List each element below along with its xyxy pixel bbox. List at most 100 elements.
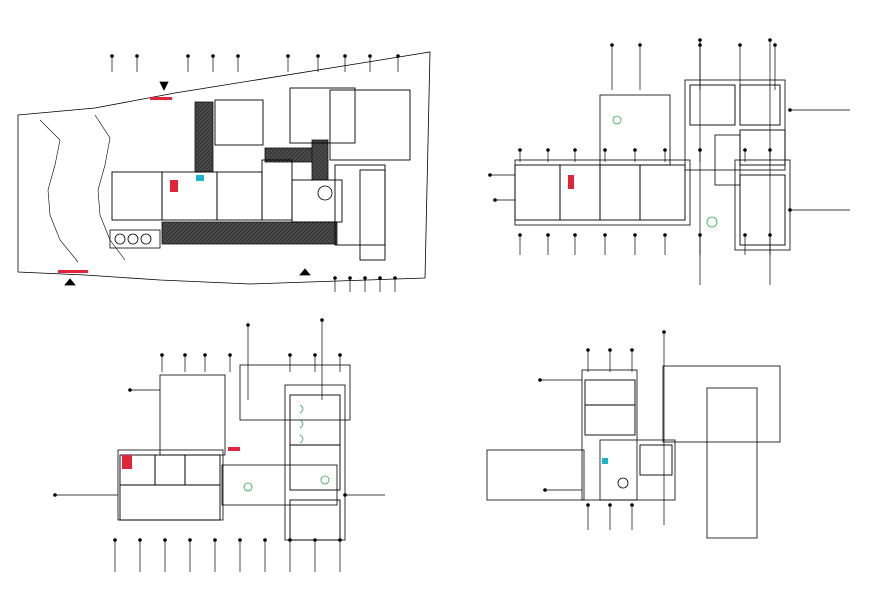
site-boundary	[17, 51, 431, 285]
grid-bubble-icon	[586, 503, 590, 507]
grid-bubble-icon	[348, 276, 352, 280]
grid-bubble-icon	[630, 503, 634, 507]
grid-bubble-icon	[343, 54, 347, 58]
grid-bubble-icon	[183, 353, 187, 357]
ground-rotunda	[317, 185, 333, 201]
grid-bubble-icon	[320, 318, 324, 322]
grid-bubble-icon	[743, 233, 747, 237]
grid-bubble-icon	[603, 233, 607, 237]
grid-bubble-icon	[633, 233, 637, 237]
grid-bubble-icon	[368, 54, 372, 58]
grid-bubble-icon	[743, 148, 747, 152]
second-outline-north	[159, 374, 226, 456]
ground-corridor-vert	[311, 139, 329, 181]
entrance-arrow-icon	[159, 81, 169, 91]
grid-bubble-icon	[316, 54, 320, 58]
grid-bubble-icon	[698, 38, 702, 42]
grid-bubble-icon	[163, 538, 167, 542]
grid-bubble-icon	[138, 538, 142, 542]
first-red-stair	[568, 175, 574, 189]
ground-floor-plan	[17, 51, 431, 286]
ground-red-stair	[170, 180, 178, 192]
grid-bubble-icon	[288, 538, 292, 542]
grid-bubble-icon	[188, 538, 192, 542]
grid-bubble-icon	[128, 388, 132, 392]
third-south	[599, 439, 676, 501]
second-outline-corridor	[221, 464, 338, 506]
grid-bubble-icon	[788, 208, 792, 212]
grid-bubble-icon	[236, 54, 240, 58]
grid-bubble-icon	[203, 353, 207, 357]
accessible-parking-icon	[109, 229, 161, 249]
grid-bubble-icon	[313, 538, 317, 542]
grid-bubble-icon	[586, 348, 590, 352]
first-green-door	[612, 115, 622, 125]
grid-bubble-icon	[788, 108, 792, 112]
third-rotunda	[617, 477, 629, 489]
second-red-stair	[122, 455, 132, 469]
entrance-arrow-icon	[299, 268, 311, 276]
grid-bubble-icon	[663, 148, 667, 152]
grid-bubble-icon	[638, 43, 642, 47]
grid-bubble-icon	[313, 353, 317, 357]
grid-bubble-icon	[211, 54, 215, 58]
grid-bubble-icon	[363, 276, 367, 280]
grid-bubble-icon	[543, 488, 547, 492]
grid-bubble-icon	[630, 348, 634, 352]
grid-bubble-icon	[238, 538, 242, 542]
grid-bubble-icon	[573, 148, 577, 152]
third-cyan	[602, 458, 608, 464]
grid-bubble-icon	[53, 493, 57, 497]
first-outline-main	[514, 159, 691, 226]
grid-bubble-icon	[518, 148, 522, 152]
first-green-door	[706, 216, 718, 228]
grid-bubble-icon	[343, 493, 347, 497]
grid-bubble-icon	[213, 538, 217, 542]
ground-red-entrance	[150, 97, 172, 100]
grid-bubble-icon	[396, 54, 400, 58]
ground-red-entrance-south	[58, 270, 88, 273]
grid-bubble-icon	[488, 173, 492, 177]
first-rooms	[514, 84, 786, 246]
grid-bubble-icon	[603, 148, 607, 152]
first-floor-plan	[514, 79, 791, 251]
third-roof-left	[486, 449, 585, 501]
grid-bubble-icon	[493, 198, 497, 202]
grid-bubble-icon	[288, 353, 292, 357]
second-green-door	[243, 482, 253, 492]
grid-bubble-icon	[186, 54, 190, 58]
second-green-arcs	[299, 404, 304, 444]
first-outline-southeast	[734, 159, 791, 251]
ground-corridor	[161, 221, 338, 245]
grid-bubble-icon	[286, 54, 290, 58]
dimension-grid-layer	[53, 38, 850, 572]
second-floor-plan	[117, 364, 351, 541]
grid-bubble-icon	[546, 233, 550, 237]
third-roof-right-b	[706, 387, 758, 539]
third-floor-plan	[486, 365, 781, 539]
grid-bubble-icon	[378, 276, 382, 280]
grid-bubble-icon	[633, 148, 637, 152]
grid-bubble-icon	[338, 538, 342, 542]
grid-bubble-icon	[110, 54, 114, 58]
grid-bubble-icon	[773, 43, 777, 47]
grid-bubble-icon	[608, 503, 612, 507]
entrance-arrow-icon	[64, 278, 76, 286]
grid-bubble-icon	[333, 276, 337, 280]
second-red-stair-2	[228, 447, 240, 451]
grid-bubble-icon	[573, 233, 577, 237]
ground-corridor-north	[194, 101, 214, 173]
grid-bubble-icon	[610, 43, 614, 47]
grid-bubble-icon	[160, 353, 164, 357]
grid-bubble-icon	[663, 233, 667, 237]
grid-bubble-icon	[228, 353, 232, 357]
grid-bubble-icon	[662, 330, 666, 334]
ground-rooms	[111, 87, 411, 261]
grid-bubble-icon	[113, 538, 117, 542]
grid-bubble-icon	[246, 323, 250, 327]
grid-bubble-icon	[393, 276, 397, 280]
ground-cyan	[196, 175, 204, 181]
grid-bubble-icon	[518, 233, 522, 237]
